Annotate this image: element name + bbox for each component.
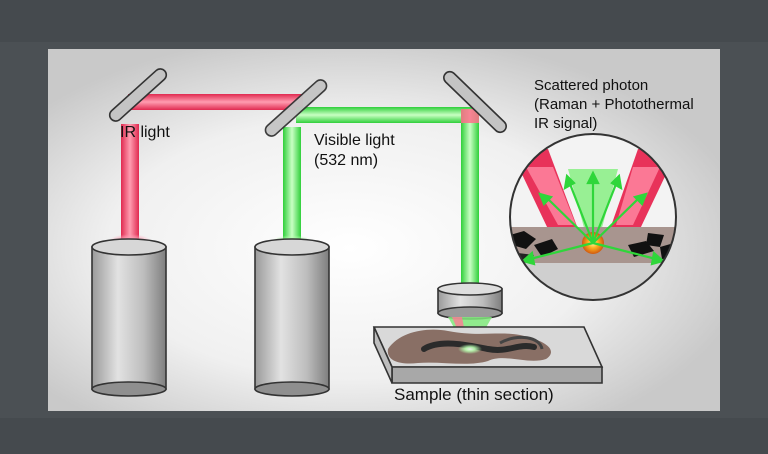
scattered-photon-label-line2: (Raman + Photothermal: [534, 96, 694, 113]
sample-label: Sample (thin section): [394, 385, 554, 404]
ir-light-label: IR light: [120, 124, 170, 141]
scattered-photon-label-line1: Scattered photon: [534, 77, 649, 94]
diagram-svg: [48, 49, 720, 411]
mirror-1: [108, 68, 168, 122]
sample-slab: [372, 326, 604, 384]
diagram-panel: IR light Visible light (532 nm) Scattere…: [48, 49, 720, 411]
ir-laser-cylinder: [91, 238, 167, 397]
scattered-photon-label-line3: IR signal): [534, 115, 598, 132]
bottom-band: [0, 418, 768, 454]
mirror-3: [443, 70, 507, 134]
visible-light-label-line2: (532 nm): [314, 152, 379, 169]
objective-lens: [437, 282, 503, 320]
visible-beam-vertical: [283, 127, 301, 245]
mirror-2: [264, 79, 328, 137]
ir-beam-horizontal: [128, 94, 303, 110]
combined-beam-vertical: [461, 109, 479, 294]
ir-beam-vertical: [121, 124, 139, 244]
visible-laser-cylinder: [254, 238, 330, 397]
visible-beam-horizontal: [296, 107, 476, 123]
visible-light-label-line1: Visible light: [314, 132, 395, 149]
top-band: [0, 0, 768, 42]
